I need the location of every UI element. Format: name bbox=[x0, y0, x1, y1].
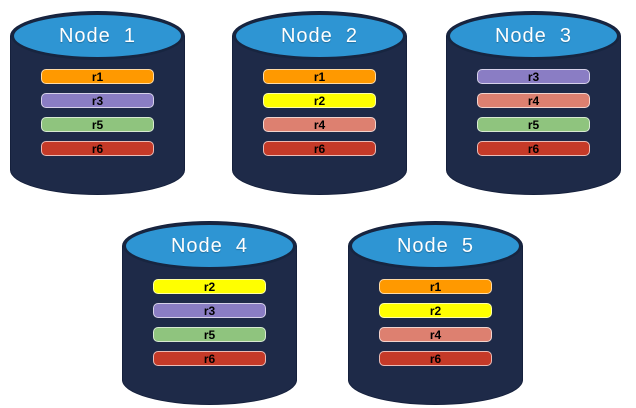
partition-bar: r5 bbox=[41, 117, 154, 132]
db-node-2: Node 2 r1 r2 r4 r6 bbox=[232, 11, 407, 195]
partition-list: r2 r3 r5 r6 bbox=[122, 279, 297, 375]
node-title: Node 5 bbox=[396, 234, 475, 257]
partition-label: r5 bbox=[527, 117, 540, 132]
partition-bar: r4 bbox=[477, 93, 590, 108]
partition-label: r3 bbox=[91, 93, 104, 108]
partition-label: r6 bbox=[527, 141, 540, 156]
partition-label: r4 bbox=[313, 117, 326, 132]
cylinder-top: Node 1 bbox=[11, 12, 184, 60]
partition-bar: r3 bbox=[477, 69, 590, 84]
partition-bar: r5 bbox=[153, 327, 266, 342]
partition-bar: r2 bbox=[379, 303, 492, 318]
cylinder-top: Node 3 bbox=[447, 12, 620, 60]
partition-label: r1 bbox=[429, 279, 442, 294]
partition-label: r5 bbox=[91, 117, 104, 132]
partition-bar: r6 bbox=[41, 141, 154, 156]
partition-label: r2 bbox=[203, 279, 216, 294]
partition-label: r4 bbox=[527, 93, 540, 108]
db-node-4: Node 4 r2 r3 r5 r6 bbox=[122, 221, 297, 405]
partition-label: r5 bbox=[203, 327, 216, 342]
partition-bar: r2 bbox=[153, 279, 266, 294]
partition-bar: r6 bbox=[153, 351, 266, 366]
node-title: Node 2 bbox=[280, 24, 359, 47]
node-title: Node 4 bbox=[170, 234, 249, 257]
partition-label: r1 bbox=[313, 69, 326, 84]
node-title: Node 3 bbox=[494, 24, 573, 47]
partition-list: r1 r3 r5 r6 bbox=[10, 69, 185, 165]
partition-label: r2 bbox=[313, 93, 326, 108]
partition-label: r1 bbox=[91, 69, 104, 84]
partition-bar: r4 bbox=[263, 117, 376, 132]
partition-bar: r3 bbox=[41, 93, 154, 108]
partition-bar: r2 bbox=[263, 93, 376, 108]
partition-bar: r1 bbox=[263, 69, 376, 84]
cylinder-top: Node 2 bbox=[233, 12, 406, 60]
partition-label: r6 bbox=[203, 351, 216, 366]
cylinder-top: Node 4 bbox=[123, 222, 296, 270]
node-title: Node 1 bbox=[58, 24, 137, 47]
cylinder-top: Node 5 bbox=[349, 222, 522, 270]
partition-label: r4 bbox=[429, 327, 442, 342]
partition-bar: r6 bbox=[263, 141, 376, 156]
partition-bar: r6 bbox=[379, 351, 492, 366]
partition-bar: r1 bbox=[379, 279, 492, 294]
partition-bar: r5 bbox=[477, 117, 590, 132]
partition-label: r2 bbox=[429, 303, 442, 318]
db-node-5: Node 5 r1 r2 r4 r6 bbox=[348, 221, 523, 405]
db-node-3: Node 3 r3 r4 r5 r6 bbox=[446, 11, 621, 195]
partition-list: r3 r4 r5 r6 bbox=[446, 69, 621, 165]
partition-bar: r3 bbox=[153, 303, 266, 318]
partition-bar: r4 bbox=[379, 327, 492, 342]
partition-list: r1 r2 r4 r6 bbox=[232, 69, 407, 165]
partition-label: r3 bbox=[527, 69, 540, 84]
partition-bar: r1 bbox=[41, 69, 154, 84]
partition-bar: r6 bbox=[477, 141, 590, 156]
partition-label: r6 bbox=[91, 141, 104, 156]
partition-label: r6 bbox=[429, 351, 442, 366]
db-node-1: Node 1 r1 r3 r5 r6 bbox=[10, 11, 185, 195]
partition-label: r3 bbox=[203, 303, 216, 318]
partition-label: r6 bbox=[313, 141, 326, 156]
partition-list: r1 r2 r4 r6 bbox=[348, 279, 523, 375]
